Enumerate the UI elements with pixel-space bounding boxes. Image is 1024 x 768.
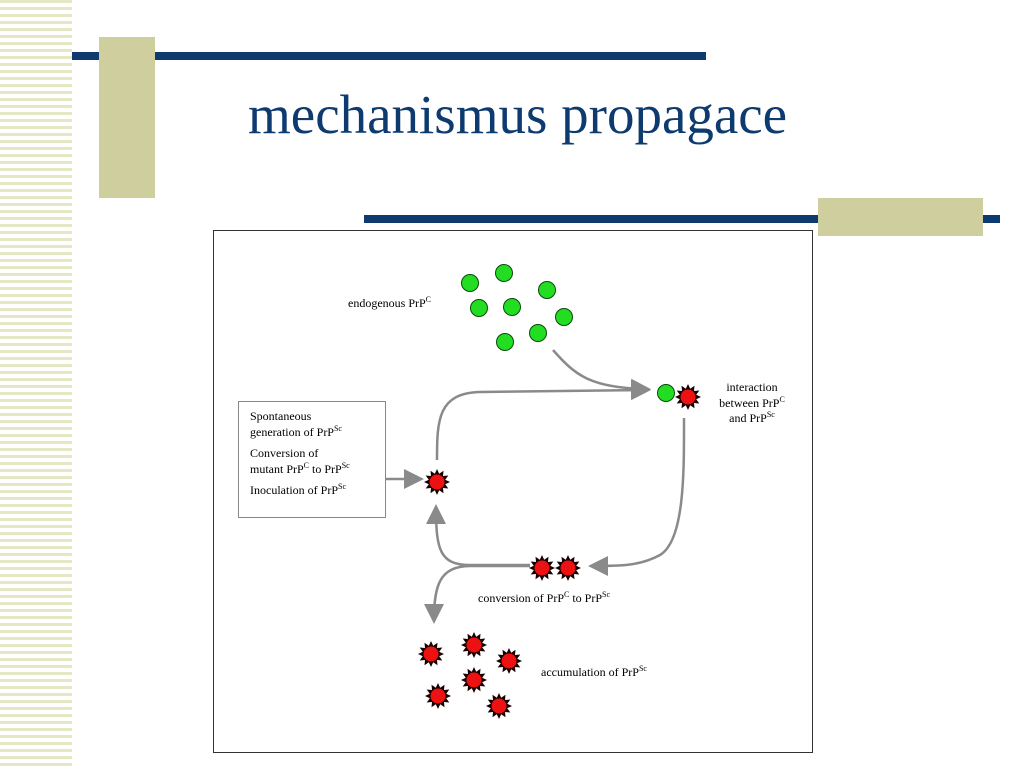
prpsc-molecule	[466, 672, 482, 688]
arrow-conversion-to-accumulation	[424, 564, 530, 624]
arrow-interaction-to-conversion	[588, 417, 686, 576]
prpc-molecule	[529, 324, 547, 342]
prpsc-molecule	[680, 389, 696, 405]
prpsc-molecule	[534, 560, 550, 576]
prpc-molecule	[538, 281, 556, 299]
prpc-molecule	[495, 264, 513, 282]
decorative-stripes	[0, 0, 72, 768]
prpsc-molecule	[429, 474, 445, 490]
interaction-label: interaction between PrPC and PrPSc	[719, 380, 785, 426]
prpc-molecule	[470, 299, 488, 317]
conversion-label: conversion of PrPC to PrPSc	[478, 590, 611, 606]
arrow-source-loop-to-interaction	[435, 380, 651, 461]
prpc-molecule	[461, 274, 479, 292]
slide-title: mechanismus propagace	[248, 84, 788, 145]
arrow-conversion-to-loop	[426, 504, 530, 567]
prpc-molecule	[503, 298, 521, 316]
accumulation-label: accumulation of PrPSc	[541, 664, 647, 680]
middle-rule	[364, 215, 1000, 223]
prpc-molecule	[496, 333, 514, 351]
source-conversion: Conversion of mutant PrPC to PrPSc	[250, 446, 350, 476]
prpsc-molecule	[501, 653, 517, 669]
endogenous-label: endogenous PrPC	[348, 295, 432, 311]
sources-box: Spontaneous generation of PrPSc Conversi…	[238, 401, 386, 518]
prpsc-molecule	[466, 637, 482, 653]
accent-block-left	[99, 37, 155, 198]
accent-block-right	[818, 198, 983, 236]
prpsc-molecule	[491, 698, 507, 714]
source-inoculation: Inoculation of PrPSc	[250, 482, 346, 498]
prpc-molecule	[555, 308, 573, 326]
prpsc-molecule	[430, 688, 446, 704]
prpsc-molecule	[560, 560, 576, 576]
prpsc-molecule	[423, 646, 439, 662]
arrow-endogenous-to-interaction	[552, 349, 651, 399]
prpc-molecule	[657, 384, 675, 402]
top-rule	[72, 52, 706, 60]
source-spontaneous: Spontaneous generation of PrPSc	[250, 409, 342, 439]
